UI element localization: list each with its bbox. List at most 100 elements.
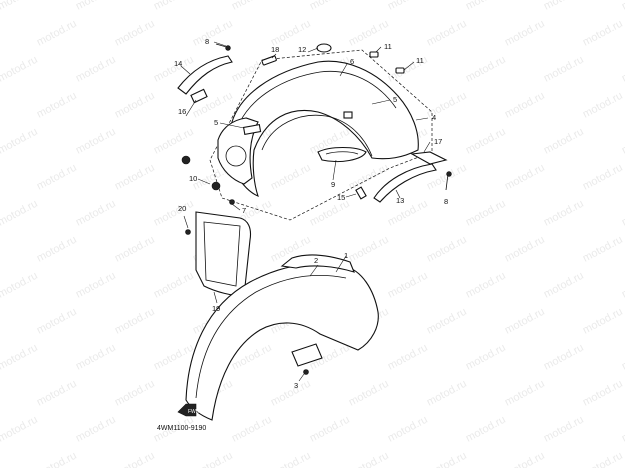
- bracket-17: [410, 151, 448, 165]
- clip-18: [261, 55, 277, 66]
- rear-fender: [227, 60, 419, 197]
- callout-17: 17: [434, 137, 442, 146]
- watermark-text: motod.ru: [347, 234, 391, 265]
- watermark-text: motod.ru: [386, 198, 430, 229]
- front-fender-top: [280, 254, 355, 273]
- watermark-text: motod.ru: [0, 162, 1, 193]
- watermark-text: motod.ru: [347, 378, 391, 409]
- watermark-text: motod.ru: [386, 0, 430, 13]
- front-fender-crease: [195, 274, 347, 399]
- watermark-text: motod.ru: [74, 270, 118, 301]
- watermark-text: motod.ru: [35, 450, 79, 468]
- spacer-15: [355, 186, 367, 200]
- watermark-text: motod.ru: [113, 306, 157, 337]
- callout-11-b: 11: [416, 56, 424, 65]
- rear-fender-crease: [239, 70, 397, 123]
- watermark-text: motod.ru: [620, 342, 625, 373]
- watermark-text: motod.ru: [464, 342, 508, 373]
- watermark-text: motod.ru: [230, 0, 274, 13]
- watermark-text: motod.ru: [581, 90, 625, 121]
- watermark-text: motod.ru: [620, 126, 625, 157]
- callout-8-top: 8: [205, 37, 209, 46]
- watermark-text: motod.ru: [269, 378, 313, 409]
- callout-5-left: 5: [214, 118, 218, 127]
- watermark-text: motod.ru: [308, 0, 352, 13]
- watermark-text: motod.ru: [464, 126, 508, 157]
- watermark-text: motod.ru: [35, 306, 79, 337]
- front-fender-bracket: [291, 343, 323, 367]
- watermark-text: motod.ru: [581, 306, 625, 337]
- watermark-text: motod.ru: [620, 270, 625, 301]
- watermark-text: motod.ru: [74, 198, 118, 229]
- watermark-text: motod.ru: [269, 450, 313, 468]
- emblem-badge: [242, 124, 262, 135]
- bolt-20: [185, 229, 191, 235]
- watermark-text: motod.ru: [0, 126, 40, 157]
- watermark-text: motod.ru: [464, 198, 508, 229]
- side-rail-left: [177, 55, 233, 95]
- watermark-text: motod.ru: [503, 162, 547, 193]
- watermark-text: motod.ru: [464, 270, 508, 301]
- watermark-text: motod.ru: [191, 450, 235, 468]
- watermark-text: motod.ru: [425, 234, 469, 265]
- watermark-text: motod.ru: [425, 306, 469, 337]
- watermark-text: motod.ru: [425, 18, 469, 49]
- watermark-text: motod.ru: [542, 0, 586, 13]
- fwd-label: FWD: [188, 409, 200, 415]
- watermark-text: motod.ru: [503, 306, 547, 337]
- watermark-text: motod.ru: [0, 234, 1, 265]
- callout-11-a: 11: [384, 42, 392, 51]
- watermark-text: motod.ru: [503, 90, 547, 121]
- watermark-text: motod.ru: [386, 342, 430, 373]
- watermark-text: motod.ru: [542, 342, 586, 373]
- tail-cap: [316, 43, 332, 53]
- watermark-text: motod.ru: [581, 162, 625, 193]
- watermark-text: motod.ru: [74, 414, 118, 445]
- watermark-text: motod.ru: [152, 126, 196, 157]
- callout-5-right: 5: [393, 95, 397, 104]
- watermark-text: motod.ru: [542, 54, 586, 85]
- grommet-top: [181, 155, 191, 165]
- watermark-text: motod.ru: [0, 54, 40, 85]
- rear-fender-crease-lower: [261, 114, 373, 157]
- watermark-text: motod.ru: [269, 162, 313, 193]
- pad-16: [190, 88, 208, 104]
- watermark-text: motod.ru: [113, 18, 157, 49]
- watermark-text: motod.ru: [503, 234, 547, 265]
- watermark-text: motod.ru: [620, 54, 625, 85]
- watermark-text: motod.ru: [620, 0, 625, 13]
- watermark-text: motod.ru: [35, 378, 79, 409]
- callout-13: 13: [396, 196, 404, 205]
- watermark-text: motod.ru: [152, 270, 196, 301]
- fwd-arrow: FWD: [177, 403, 200, 417]
- callout-10: 10: [189, 174, 197, 183]
- callout-14: 14: [174, 59, 182, 68]
- watermark-text: motod.ru: [581, 450, 625, 468]
- mud-flap-inner: [203, 221, 241, 287]
- bolt-7: [229, 199, 235, 205]
- watermark-text: motod.ru: [464, 414, 508, 445]
- side-rail-right: [373, 163, 437, 203]
- watermark-text: motod.ru: [464, 0, 508, 13]
- inner-cutout: [225, 145, 247, 167]
- watermark-text: motod.ru: [74, 54, 118, 85]
- bolt-top: [215, 43, 231, 51]
- callout-19: 19: [212, 304, 220, 313]
- clip-11-a: [369, 51, 379, 58]
- watermark-text: motod.ru: [542, 414, 586, 445]
- callout-15: 15: [337, 193, 345, 202]
- clip-11-b: [395, 67, 405, 74]
- watermark-text: motod.ru: [152, 342, 196, 373]
- grommet-bottom: [211, 181, 221, 191]
- watermark-text: motod.ru: [503, 450, 547, 468]
- watermark-text: motod.ru: [113, 234, 157, 265]
- watermark-text: motod.ru: [35, 234, 79, 265]
- callout-3: 3: [294, 381, 298, 390]
- watermark-text: motod.ru: [113, 450, 157, 468]
- watermark-text: motod.ru: [425, 450, 469, 468]
- callout-9: 9: [331, 180, 335, 189]
- callout-6: 6: [350, 57, 354, 66]
- watermark-text: motod.ru: [74, 0, 118, 13]
